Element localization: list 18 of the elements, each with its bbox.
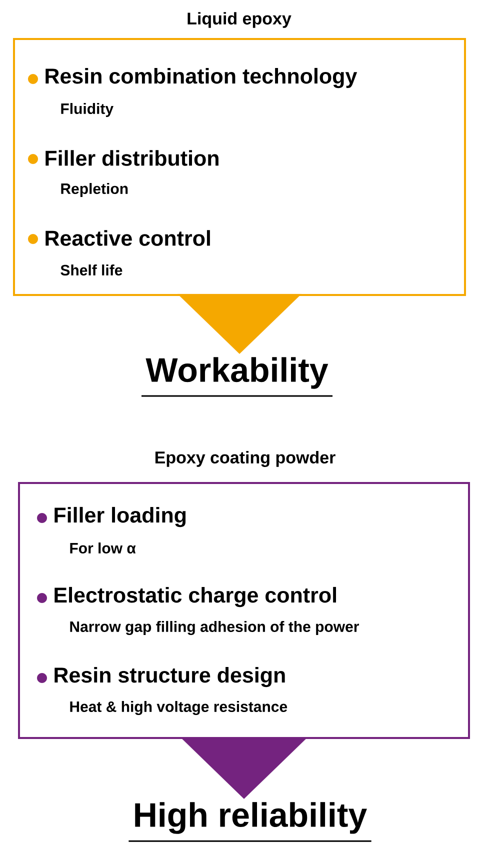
bullet-item: Reactive control — [46, 230, 210, 246]
item-description: For low α — [70, 542, 136, 554]
item-description: Fluidity — [61, 103, 114, 117]
item-description: Repletion — [61, 183, 128, 197]
bullet-item: Electrostatic charge control — [54, 586, 336, 608]
arrow — [182, 738, 306, 799]
bullet-item: Resin combination technology — [46, 68, 358, 88]
item-description: Heat & high voltage resistance — [70, 700, 288, 716]
item-description: Shelf life — [60, 264, 122, 276]
item-description: Narrow gap filling adhesion of the power — [70, 620, 359, 636]
underlined-heading: High reliability — [128, 802, 372, 842]
box-heading: Liquid epoxy — [188, 12, 292, 28]
arrow — [178, 294, 302, 354]
bullet-item: Filler distribution — [46, 150, 218, 166]
underlined-heading: Workability — [141, 357, 333, 397]
bullet-item: Filler loading — [54, 506, 186, 528]
bullet-item: Resin structure design — [54, 666, 285, 688]
box-heading: Epoxy coating powder — [155, 451, 336, 467]
